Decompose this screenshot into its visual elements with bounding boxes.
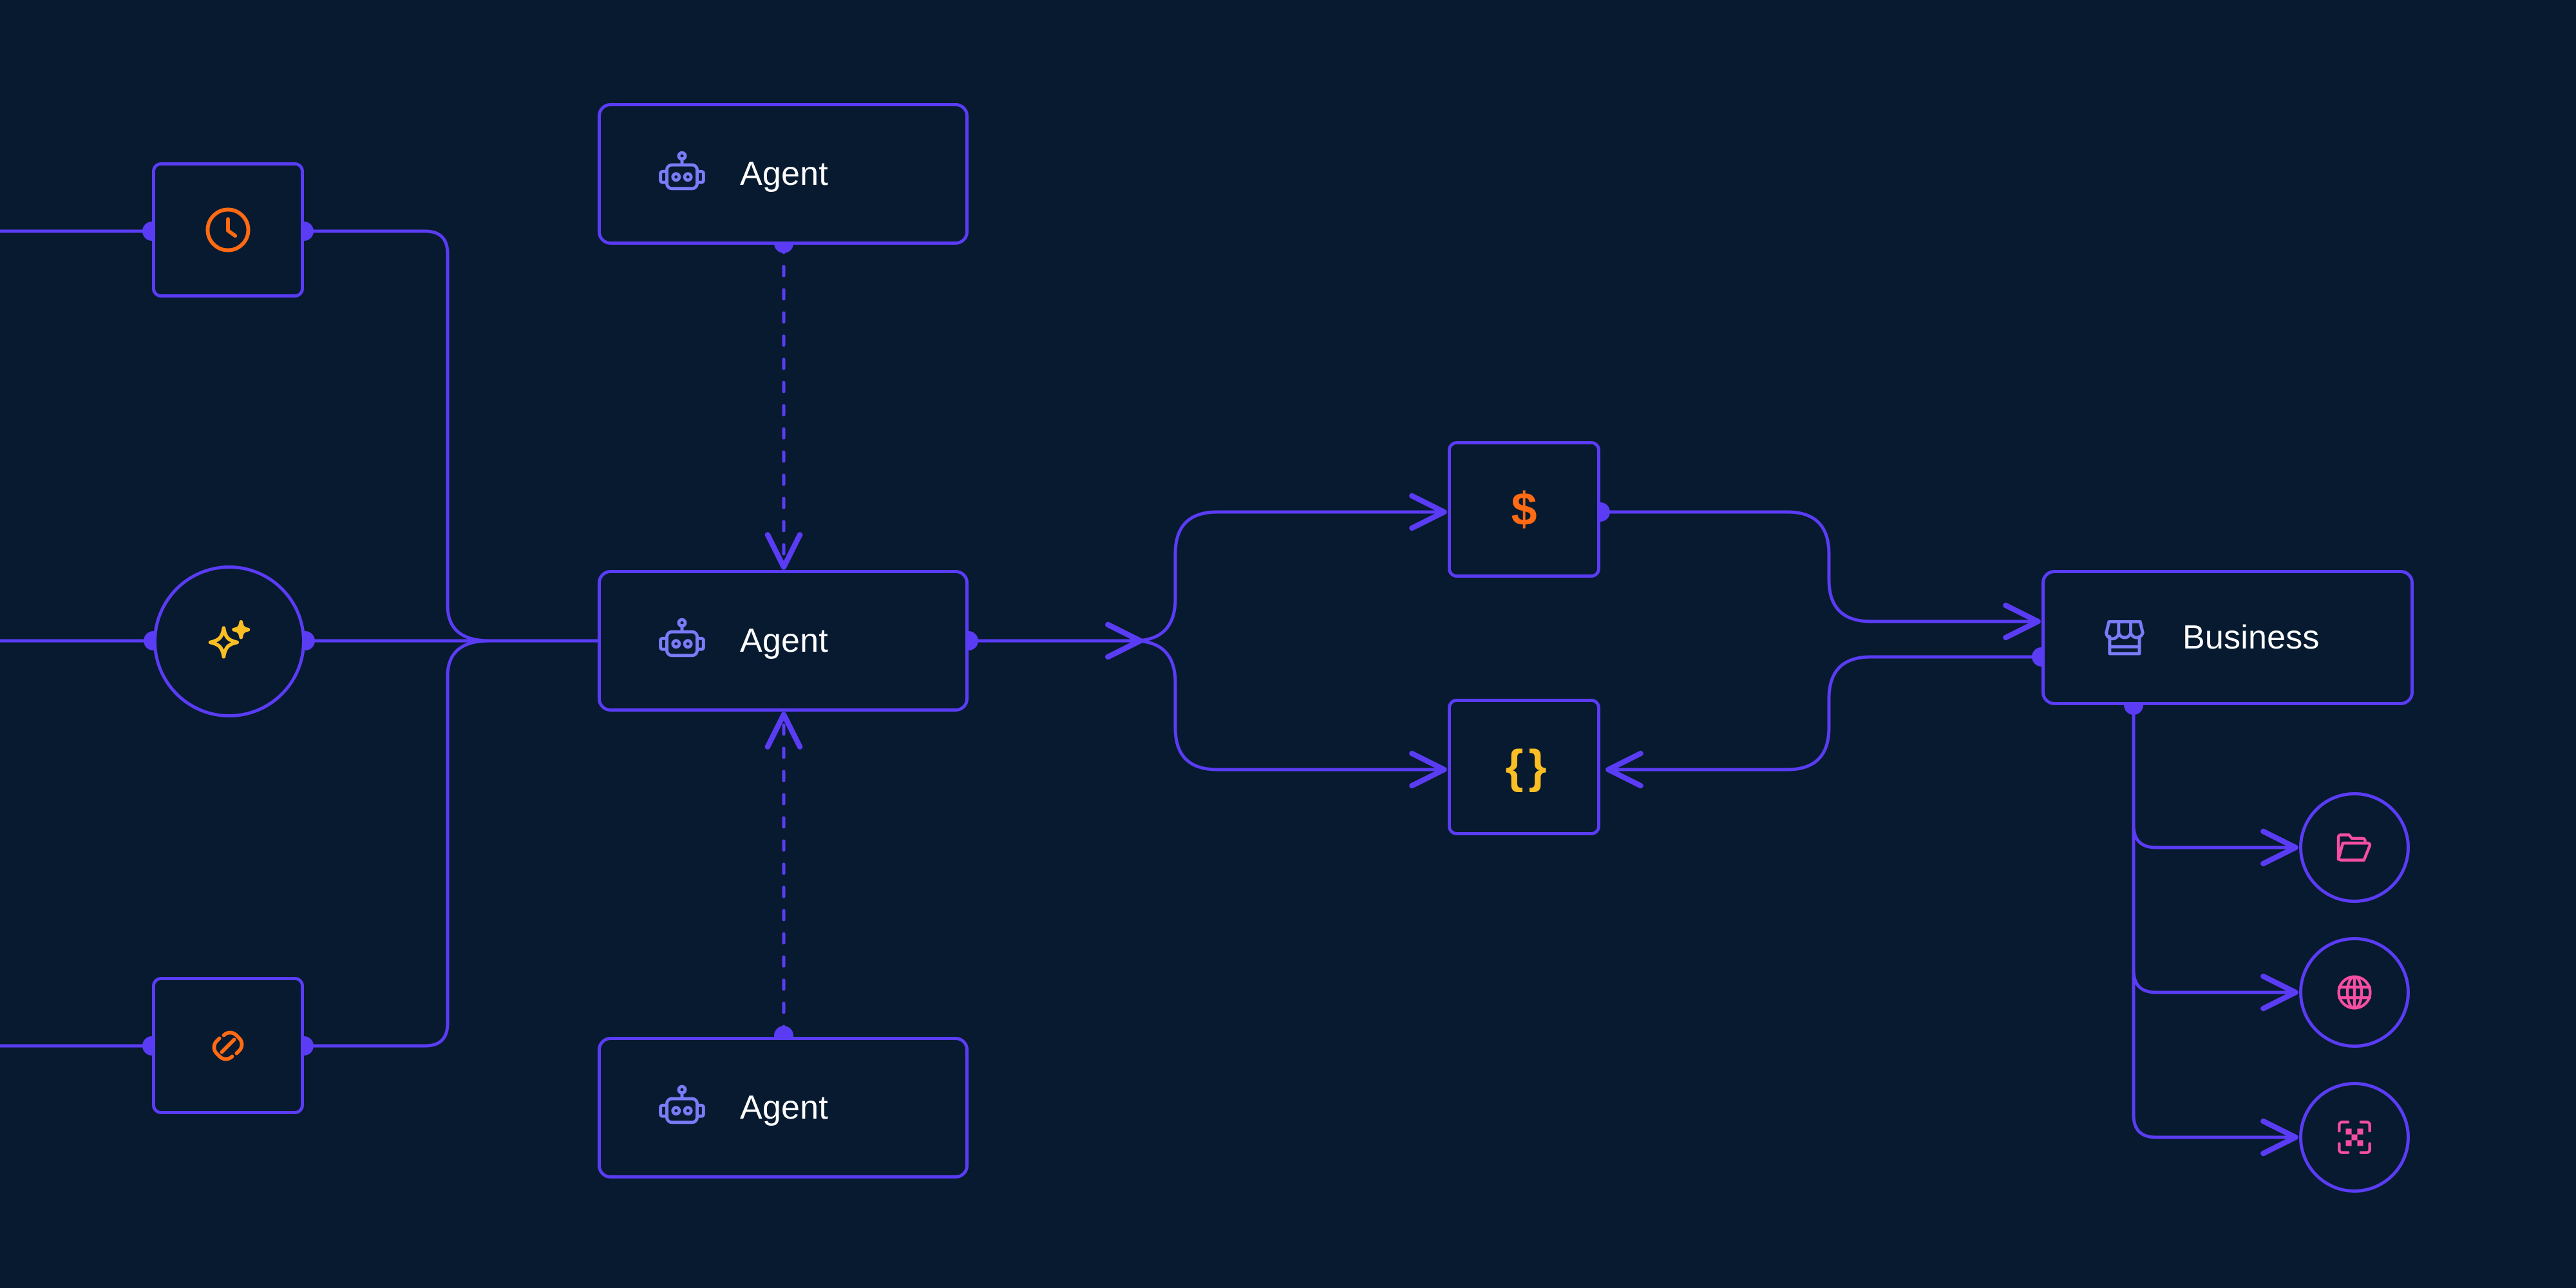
node-out-scan[interactable] — [2299, 1082, 2410, 1193]
sparkle-icon — [202, 614, 257, 669]
dollar-icon: $ — [1511, 484, 1537, 535]
edge-webhook-agent — [302, 621, 1143, 1048]
globe-icon — [2333, 971, 2376, 1014]
scan-icon — [2333, 1116, 2376, 1159]
node-agent-top[interactable]: Agent — [598, 103, 969, 245]
clock-icon — [201, 203, 255, 257]
link-icon — [202, 1019, 254, 1072]
handle-dots — [142, 222, 2143, 1056]
node-label: Agent — [740, 155, 828, 193]
braces-icon: { } — [1505, 741, 1546, 793]
node-label: Business — [2183, 619, 2320, 656]
edge-agent-code — [967, 639, 1447, 789]
folder-icon — [2333, 826, 2376, 869]
node-trigger-schedule[interactable] — [152, 162, 304, 298]
edge-schedule-agent — [302, 229, 1143, 660]
node-out-web[interactable] — [2299, 937, 2410, 1048]
node-out-files[interactable] — [2299, 792, 2410, 903]
node-trigger-webhook[interactable] — [152, 977, 304, 1114]
edge-business-files — [2132, 703, 2298, 867]
node-label: Agent — [740, 1089, 828, 1126]
node-tool-code[interactable]: { } — [1448, 699, 1600, 835]
node-label: Agent — [740, 622, 828, 659]
robot-icon — [654, 1079, 710, 1136]
edge-business-scan — [2132, 703, 2298, 1157]
node-agent-main[interactable]: Agent — [598, 570, 969, 712]
node-tool-payment[interactable]: $ — [1448, 441, 1600, 578]
store-icon — [2096, 609, 2153, 666]
robot-icon — [654, 612, 710, 669]
node-agent-bottom[interactable]: Agent — [598, 1037, 969, 1179]
node-trigger-ai[interactable] — [153, 565, 305, 717]
edge-business-code — [1605, 655, 2043, 789]
robot-icon — [654, 146, 710, 202]
node-business[interactable]: Business — [2041, 570, 2414, 705]
edge-payment-business — [1598, 510, 2041, 641]
edge-agent-payment — [967, 493, 1447, 643]
